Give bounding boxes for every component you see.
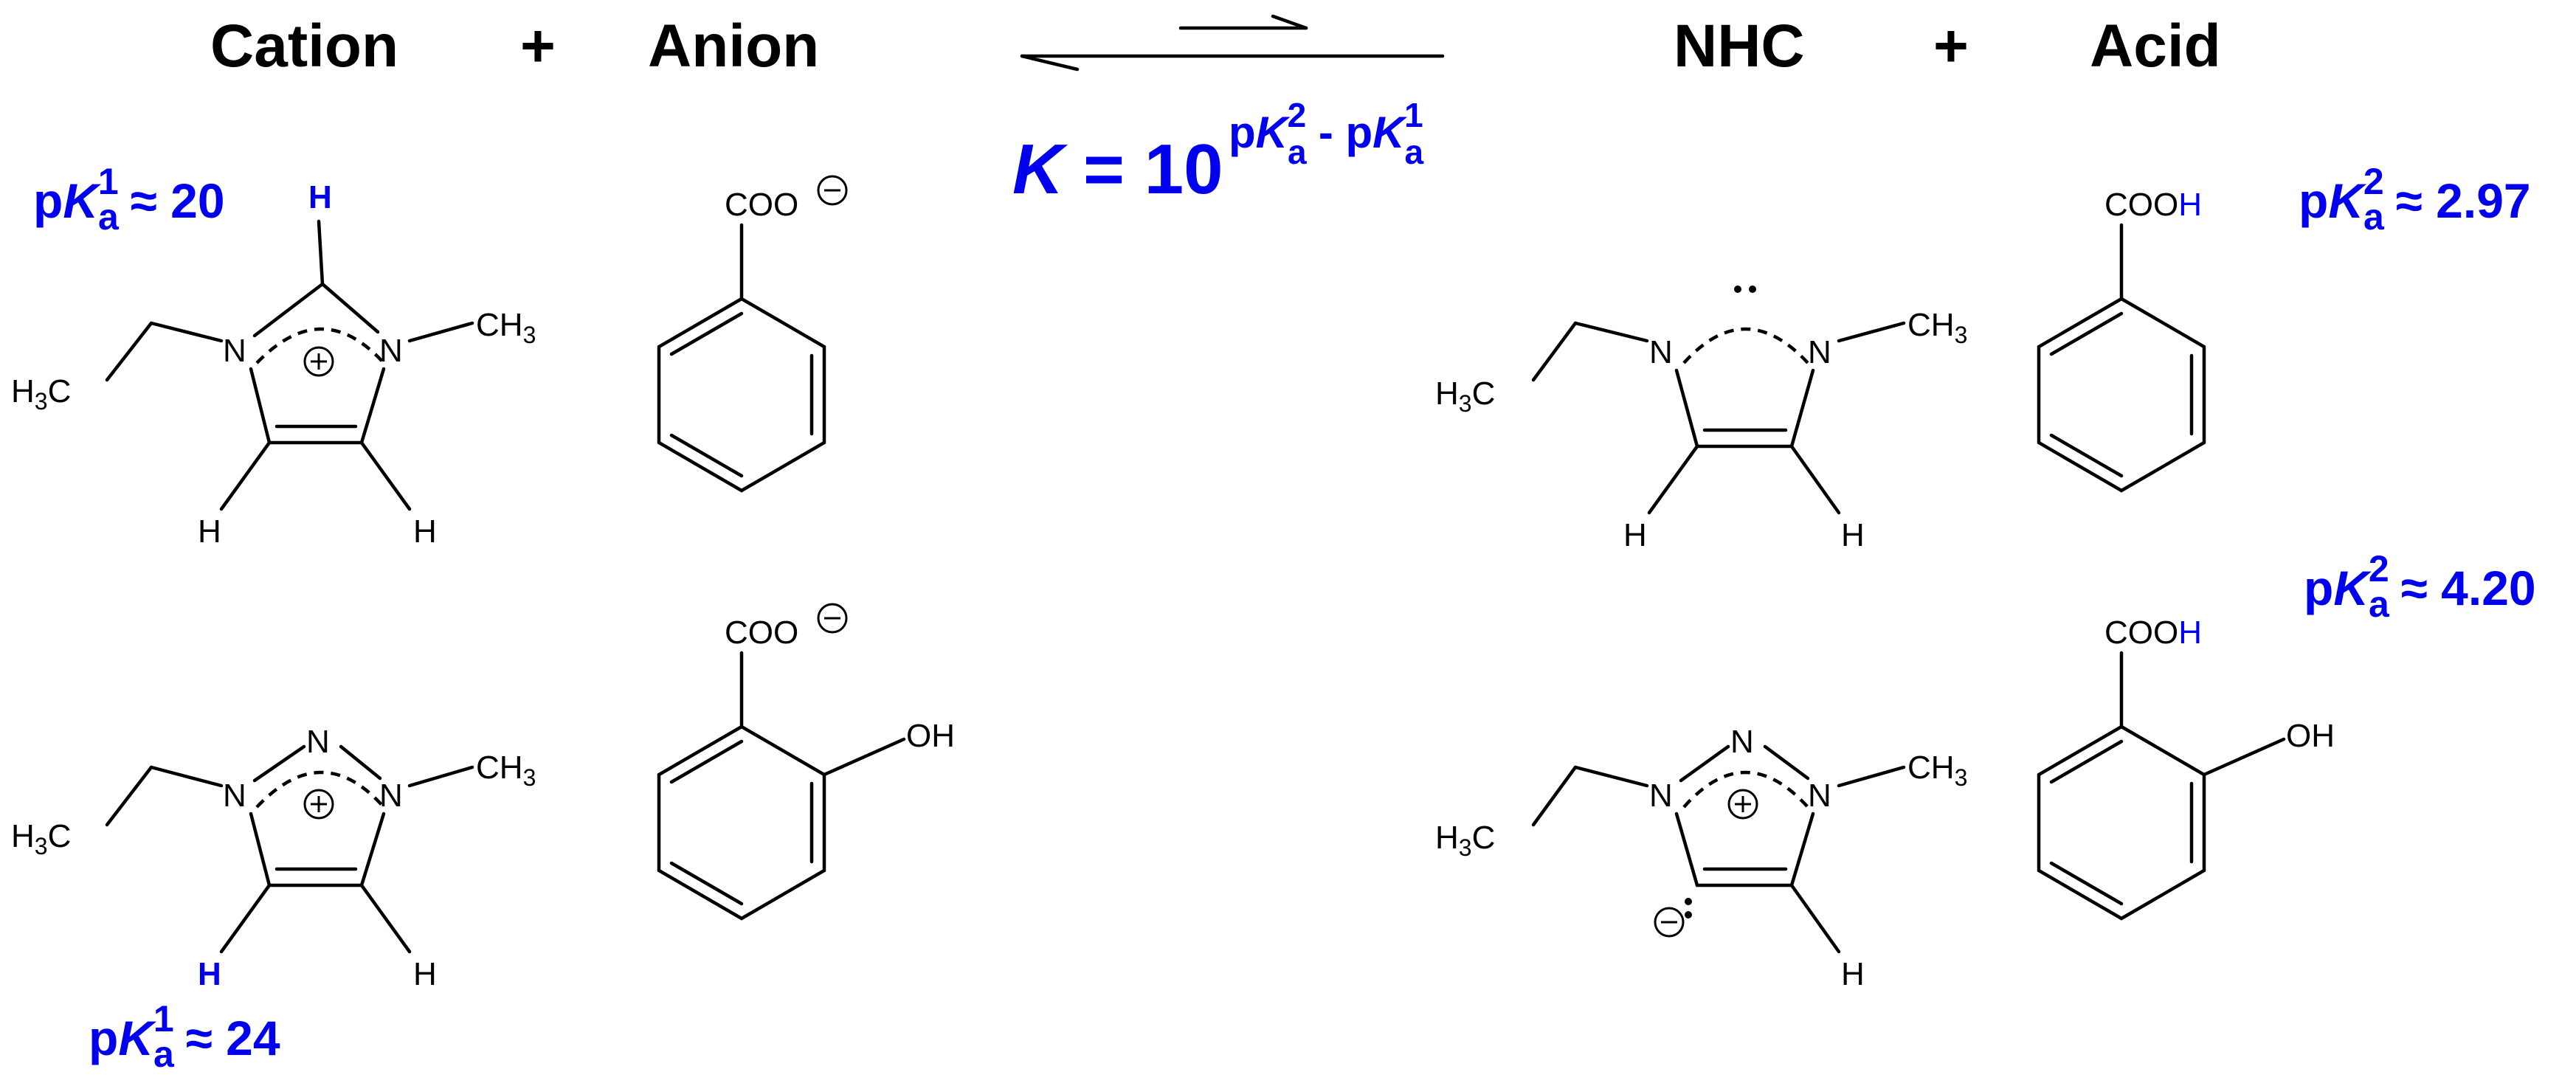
pka-label-cation2: pKa1≈ 24 <box>89 998 280 1075</box>
atom-n1: N <box>223 333 246 369</box>
acidic-h-c5: H <box>198 956 221 992</box>
atom-h4: H <box>1841 956 1865 992</box>
atom-n2: N <box>1730 724 1754 760</box>
ethyl-h3c: H3C <box>1435 376 1495 417</box>
atom-n1: N <box>1649 334 1673 370</box>
hydroxyl-group: OH <box>906 718 955 754</box>
header-plus-left: + <box>520 13 556 80</box>
atom-n3: N <box>1808 334 1831 370</box>
header-acid: Acid <box>2090 13 2221 80</box>
atom-n1: N <box>223 778 246 814</box>
atom-n3: N <box>1808 778 1831 814</box>
atom-h4: H <box>198 513 221 550</box>
salicylate-anion: COO OH <box>657 603 955 921</box>
salicylic-acid: COOH OH <box>2037 615 2335 921</box>
header-nhc: NHC <box>1674 13 1805 80</box>
methyl-ch3: CH3 <box>476 307 536 348</box>
pka-label-acid2: pKa2≈ 4.20 <box>2304 548 2536 625</box>
triazolylidene-nhc: N N N H3C CH3 H <box>1435 724 1967 992</box>
svg-text:pKa2≈ 2.97: pKa2≈ 2.97 <box>2299 161 2531 238</box>
carboxylate-group: COO <box>725 615 798 651</box>
atom-h5: H <box>413 513 437 550</box>
benzoate-anion: COO <box>657 175 848 493</box>
pka-label-cation1: pKa1≈ 20 <box>33 161 225 238</box>
equilibrium-constant: K = 10 <box>1012 130 1223 209</box>
triazolium-cation: N N N H3C CH3 H H <box>11 724 536 992</box>
imidazolylidene-nhc: N N H3C CH3 H H <box>1435 286 1967 553</box>
atom-n2: N <box>306 724 330 760</box>
ethyl-h3c: H3C <box>11 373 71 415</box>
methyl-ch3: CH3 <box>476 750 536 791</box>
carboxylate-group: COO <box>725 187 798 223</box>
ethyl-h3c: H3C <box>1435 820 1495 861</box>
imidazolium-cation: H N N H3C CH3 H H <box>11 179 536 550</box>
atom-n3: N <box>379 333 403 369</box>
atom-h4: H <box>1623 517 1647 553</box>
header-plus-right: + <box>1933 13 1969 80</box>
carboxylic-acid-group: COOH <box>2104 187 2202 223</box>
acidic-h-c2: H <box>308 179 332 215</box>
ethyl-h3c: H3C <box>11 818 71 859</box>
pka-label-acid1: pKa2≈ 2.97 <box>2299 161 2531 238</box>
methyl-ch3: CH3 <box>1907 307 1967 348</box>
hydroxyl-group: OH <box>2286 718 2335 754</box>
equilibrium-exponent: pKa2 - pKa1 <box>1229 96 1424 171</box>
svg-text:pKa1≈ 24: pKa1≈ 24 <box>89 998 280 1075</box>
carboxylic-acid-group: COOH <box>2104 615 2202 651</box>
svg-text:pKa1≈ 20: pKa1≈ 20 <box>33 161 225 238</box>
atom-h4: H <box>413 956 437 992</box>
header-anion: Anion <box>648 13 819 80</box>
svg-text:pKa2≈ 4.20: pKa2≈ 4.20 <box>2304 548 2536 625</box>
atom-n3: N <box>379 778 403 814</box>
benzoic-acid: COOH <box>2037 187 2206 493</box>
atom-n1: N <box>1649 778 1673 814</box>
equilibrium-arrows <box>1020 14 1445 72</box>
methyl-ch3: CH3 <box>1907 750 1967 791</box>
header-cation: Cation <box>210 13 398 80</box>
atom-h5: H <box>1841 517 1865 553</box>
